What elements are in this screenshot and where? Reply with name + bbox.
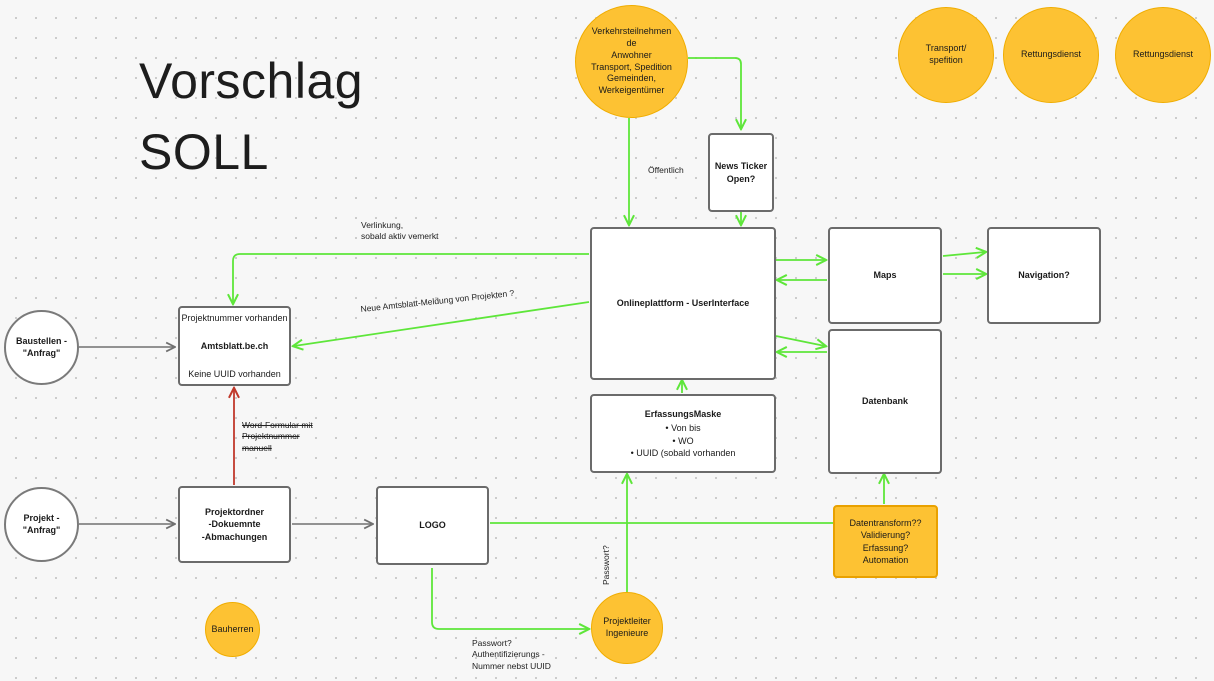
verkehr-line4: Transport, Spedition	[591, 61, 672, 72]
word-formular-label: Word-Formular mit Projektnummer manuell	[242, 420, 313, 454]
passwort-bottom-line3: Nummer nebst UUID	[472, 660, 551, 671]
verkehr-line3: Anwohner	[611, 49, 652, 60]
projektordner-line3: -Abmachungen	[201, 531, 268, 542]
news-ticker-line2: Open?	[726, 173, 756, 184]
transport-line2: spefition	[929, 55, 963, 65]
title-vorschlag: Vorschlag	[139, 53, 364, 109]
logo-label: LOGO	[419, 520, 446, 531]
edge-plattform-amtsblatt-meldung	[294, 301, 590, 346]
rettungsdienst-label-1: Rettungsdienst	[1020, 49, 1082, 60]
verlinkung-line1: Verlinkung,	[361, 220, 404, 230]
rettungsdienst-circle-1[interactable]: Rettungsdienst	[1003, 7, 1099, 103]
projektordner-line1: Projektordner	[204, 507, 264, 518]
projektordner-box[interactable]: Projektordner -Dokuemnte -Abmachungen	[178, 486, 291, 563]
passwort-bottom-line1: Passwort?	[472, 638, 512, 648]
edge-logo-projektleiter	[431, 568, 588, 629]
edge-plattform-amtsblatt-verlinkung	[233, 253, 589, 303]
bauherren-circle[interactable]: Bauherren	[205, 602, 260, 657]
maps-box[interactable]: Maps	[828, 227, 942, 324]
transport-line1: Transport/	[925, 43, 967, 54]
edge-plattform-datenbank	[775, 335, 825, 346]
onlineplattform-box[interactable]: Onlineplattform - UserInterface	[590, 227, 776, 380]
projekt-line1: Projekt -	[23, 512, 60, 523]
transport-circle[interactable]: Transport/ spefition	[898, 7, 994, 103]
verkehr-line5: Gemeinden,	[606, 73, 657, 84]
datenbank-label: Datenbank	[861, 396, 908, 407]
passwort-bottom-line2: Authentifizierungs -	[472, 649, 545, 660]
erfassungsmaske-list: Von bis WO UUID (sobald vorhanden	[631, 422, 736, 459]
projekt-line2: "Anfrag"	[22, 524, 61, 535]
navigation-box[interactable]: Navigation?	[987, 227, 1101, 324]
news-ticker-box[interactable]: News Ticker Open?	[708, 133, 774, 212]
verlinkung-label: Verlinkung, sobald aktiv vemerkt	[361, 220, 438, 243]
amtsblatt-bottom-note: Keine UUID vorhanden	[188, 368, 281, 379]
rettungsdienst-circle-2[interactable]: Rettungsdienst	[1115, 7, 1211, 103]
baustellen-line1: Baustellen -	[15, 335, 67, 346]
onlineplattform-label: Onlineplattform - UserInterface	[616, 298, 750, 309]
amtsblatt-title: Amtsblatt.be.ch	[200, 340, 269, 351]
erfassungsmaske-item: Von bis	[631, 422, 736, 434]
verkehrsteilnehmende-circle[interactable]: Verkehrsteilnehmen de Anwohner Transport…	[575, 5, 688, 118]
verlinkung-line2: sobald aktiv vemerkt	[361, 231, 439, 242]
edge-verkehr-newsticker	[688, 57, 741, 128]
oeffentlich-label: Öffentlich	[648, 165, 684, 175]
baustellen-line2: "Anfrag"	[22, 347, 61, 358]
datentransform-line2: Validierung?	[860, 530, 911, 541]
datenbank-box[interactable]: Datenbank	[828, 329, 942, 474]
projektleiter-line2: Ingenieure	[605, 628, 649, 638]
passwort-vertical-label: Passwort?	[601, 545, 611, 585]
datentransform-line1: Datentransform??	[849, 518, 922, 529]
amtsblatt-top-note: Projektnummer vorhanden	[181, 313, 288, 323]
word-formular-line2: Projektnummer	[242, 431, 300, 442]
passwort-bottom-label: Passwort? Authentifizierungs - Nummer ne…	[472, 638, 551, 672]
title-soll: SOLL	[139, 124, 269, 180]
word-formular-line3: manuell	[242, 442, 272, 453]
erfassungsmaske-item: UUID (sobald vorhanden	[631, 447, 735, 459]
word-formular-line1: Word-Formular mit	[242, 420, 313, 430]
verkehr-line2: de	[626, 38, 637, 49]
verkehr-line1: Verkehrsteilnehmen	[591, 26, 672, 37]
datentransform-line3: Erfassung?	[862, 542, 909, 553]
projektleiter-circle[interactable]: Projektleiter Ingenieure	[591, 592, 663, 664]
projektleiter-line1: Projektleiter	[603, 616, 651, 627]
verkehr-line6: Werkeigentümer	[598, 84, 665, 95]
edge-maps-navigation-1	[942, 252, 985, 256]
datentransform-box[interactable]: Datentransform?? Validierung? Erfassung?…	[833, 505, 938, 578]
projektordner-line2: -Dokuemnte	[208, 519, 261, 530]
erfassungsmaske-title: ErfassungsMaske	[644, 409, 722, 420]
projekt-anfrage-circle[interactable]: Projekt - "Anfrag"	[4, 487, 79, 562]
datentransform-line4: Automation	[862, 554, 909, 565]
maps-label: Maps	[873, 270, 897, 281]
logo-box[interactable]: LOGO	[376, 486, 489, 565]
bauherren-label: Bauherren	[211, 623, 254, 634]
amtsblatt-box[interactable]: Projektnummer vorhanden Amtsblatt.be.ch …	[178, 306, 291, 386]
navigation-label: Navigation?	[1018, 270, 1070, 281]
baustellen-anfrage-circle[interactable]: Baustellen - "Anfrag"	[4, 310, 79, 385]
erfassungsmaske-item: WO	[631, 435, 736, 447]
erfassungsmaske-box[interactable]: ErfassungsMaske Von bis WO UUID (sobald …	[590, 394, 776, 473]
rettungsdienst-label-2: Rettungsdienst	[1132, 49, 1194, 60]
news-ticker-line1: News Ticker	[714, 161, 768, 172]
